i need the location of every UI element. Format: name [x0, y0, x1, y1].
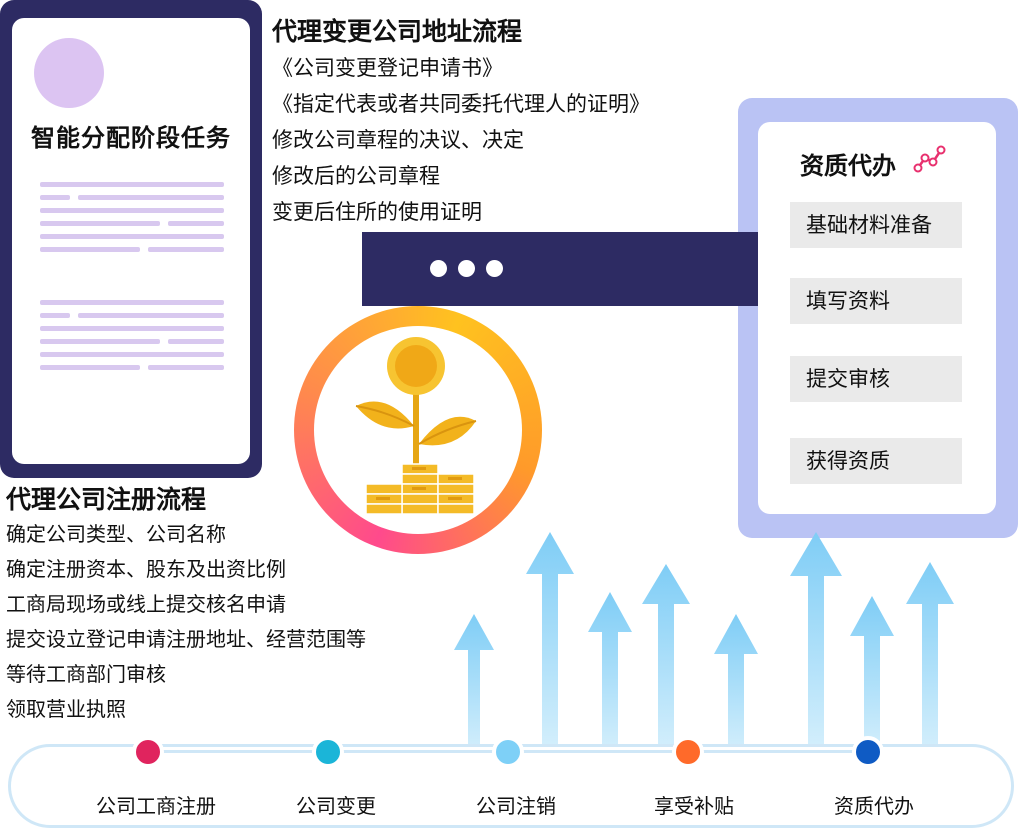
- address-change-title: 代理变更公司地址流程: [272, 17, 523, 46]
- registration-item: 工商局现场或线上提交核名申请: [6, 592, 286, 616]
- nav-item-registration[interactable]: 公司工商注册: [96, 794, 216, 818]
- nav-item-qualification[interactable]: 资质代办: [834, 794, 914, 818]
- nav-item-cancellation[interactable]: 公司注销: [476, 794, 556, 818]
- nav-item-change[interactable]: 公司变更: [296, 794, 376, 818]
- registration-item: 提交设立登记申请注册地址、经营范围等: [6, 627, 366, 651]
- address-change-item: 修改后的公司章程: [272, 164, 440, 188]
- arrow-icon: [790, 532, 842, 758]
- arrow-icon: [850, 596, 894, 758]
- registration-item: 确定公司类型、公司名称: [6, 522, 226, 546]
- nav-item-subsidy[interactable]: 享受补贴: [654, 794, 734, 818]
- address-change-item: 《公司变更登记申请书》: [272, 56, 503, 80]
- nav-dot-cancellation[interactable]: [492, 736, 524, 768]
- avatar: [34, 38, 104, 108]
- arrow-icon: [588, 592, 632, 758]
- nav-dot-change[interactable]: [312, 736, 344, 768]
- qualification-step: 获得资质: [790, 438, 962, 484]
- registration-item: 领取营业执照: [6, 697, 126, 721]
- qualification-step: 填写资料: [790, 278, 962, 324]
- menu-dot: [486, 260, 503, 277]
- registration-item: 等待工商部门审核: [6, 662, 166, 686]
- nav-dot-qualification[interactable]: [852, 736, 884, 768]
- registration-section: 代理公司注册流程 确定公司类型、公司名称 确定注册资本、股东及出资比例 工商局现…: [6, 482, 366, 727]
- arrow-icon: [906, 562, 954, 758]
- left-card-title: 智能分配阶段任务: [31, 124, 231, 152]
- menu-dots-icon: [430, 260, 447, 277]
- nav-dot-registration[interactable]: [132, 736, 164, 768]
- growth-arrows: [454, 532, 954, 758]
- nav-dot-subsidy[interactable]: [672, 736, 704, 768]
- arrow-icon: [526, 532, 574, 758]
- link-nodes-icon: [913, 145, 946, 173]
- menu-dot: [458, 260, 475, 277]
- menu-band: [362, 232, 762, 306]
- arrow-icon: [714, 614, 758, 758]
- registration-title: 代理公司注册流程: [6, 485, 207, 514]
- address-change-item: 变更后住所的使用证明: [272, 200, 482, 224]
- qualification-step: 提交审核: [790, 356, 962, 402]
- address-change-section: 代理变更公司地址流程 《公司变更登记申请书》 《指定代表或者共同委托代理人的证明…: [272, 14, 650, 230]
- address-change-item: 修改公司章程的决议、决定: [272, 128, 524, 152]
- arrow-icon: [454, 614, 494, 758]
- money-tree-icon: [355, 337, 477, 515]
- qualification-step: 基础材料准备: [790, 202, 962, 248]
- registration-item: 确定注册资本、股东及出资比例: [6, 557, 286, 581]
- address-change-item: 《指定代表或者共同委托代理人的证明》: [272, 92, 650, 116]
- qualification-title: 资质代办: [800, 152, 896, 180]
- arrow-icon: [642, 564, 690, 758]
